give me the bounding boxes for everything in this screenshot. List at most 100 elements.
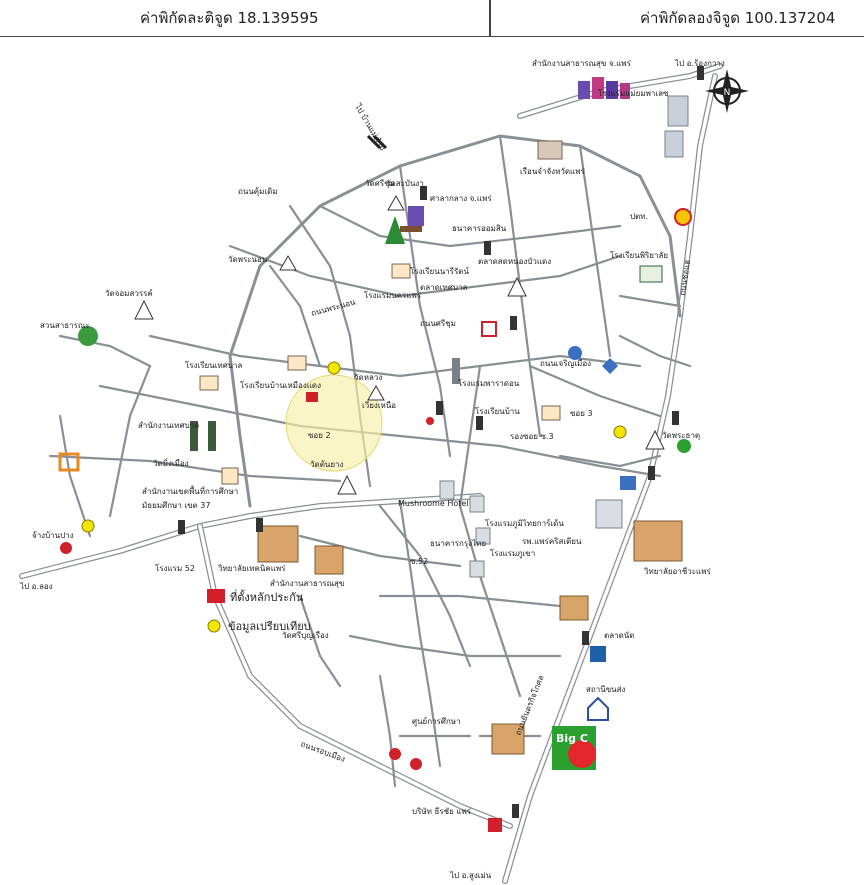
label-to-banmaengkhai: ไป บ้านแม่คำมี [353,102,387,153]
label-zone3: ซอย 3 [570,409,593,418]
label-wat-phra-non: วัดพระนอน [228,255,268,264]
label-hotel-maeyom: โรงแรมแม่ยมพาเลซ [598,88,669,98]
hospital-icon [595,499,623,529]
label-school-ban: โรงเรียนบ้าน [475,406,520,416]
red-m-icon [488,818,502,832]
label-wat-prathat: วัดพระธาตุ [662,431,700,440]
school-icon [639,265,663,283]
legend: ที่ตั้งหลักประกัน ข้อมูลเปรียบเทียบ [207,589,311,633]
label-hotel-nakorn: โรงแรมนครแพร่ [364,290,422,300]
provincial-office-icon [578,77,630,99]
prison-icon [537,140,563,160]
label-mathayom: มัธยมศึกษา เขต 37 [142,501,210,510]
label-zone2: ซอย 2 [308,431,331,440]
label-sala: ศาลากลาง จ.แพร่ [430,194,492,203]
label-school-thai: โรงเรียนเทศบาล [185,360,242,370]
marker-2 [613,425,627,439]
blue-square-icon [590,646,606,662]
compass-north: N [724,88,731,98]
hotel-small-icon [475,527,491,545]
label-edu-area: สำนักงานเขตพื้นที่การศึกษา [142,485,238,496]
label-road-srichum: ถนนศรีชุม [420,319,456,328]
compass-icon: N [705,69,749,113]
label-bank-krung: ธนาคารกรุงไทย [430,539,486,548]
school-icon [221,467,239,485]
highway-east [502,73,718,884]
college-icon [633,520,683,562]
coordinate-header: ค่าพิกัดละติจูด 18.139595 ค่าพิกัดลองจิจ… [0,0,864,37]
legend-office-label: ที่ตั้งหลักประกัน [230,589,304,604]
tree-icon [78,326,98,346]
orange-square-icon [58,452,80,472]
label-office-health: สำนักงานสาธารณสุข [270,579,344,588]
property-marker [306,392,318,402]
school-icon [541,405,561,421]
green-circle-icon [677,439,691,453]
label-road-charoen: ถนนเจริญเมือง [540,359,591,368]
hotel-small-icon [469,495,485,513]
label-wat-luang: วัดหลวง [354,373,382,382]
hotel-icon [667,95,689,127]
bank-icon [620,476,636,490]
label-wiang: เวียงเหนือ [362,401,396,410]
park-tree-icon [385,216,405,244]
label-mushroom: Mushroome Hotel [398,499,469,508]
longitude-text: ค่าพิกัดลองจิจูด 100.137204 [640,9,836,27]
label-shell: ปตท. [630,212,648,221]
temple-icon [367,384,385,401]
label-to-rongkwang: ไป อ.ร้องกวาง [674,59,725,68]
temple-icon [507,276,527,297]
building-icons: Big C [58,77,692,832]
latitude-text: ค่าพิกัดละติจูด 18.139595 [140,9,319,27]
city-map: N [19,59,749,884]
label-lok: จ้างบ้านปาง [32,531,74,540]
school-icon [287,355,307,371]
marker-3 [327,361,341,375]
label-wat-mingmuang: วัดมิ่งเมือง [153,457,189,468]
school-icon [391,263,411,279]
label-market2: ตลาดนัด [604,631,634,640]
label-wat-ton: วัดต้นยาง [310,460,344,469]
tower-icon [452,358,460,384]
hotel-small-icon [439,480,455,500]
traffic-lights [178,66,704,818]
label-municipality: สำนักงานเทศบาล [138,421,199,430]
red-dot-icon [60,542,72,554]
label-central-park: สวนสาธารณะ [40,321,90,330]
label-college: วิทยาลัยอาชีวะแพร่ [643,567,711,576]
temple-icon [387,194,405,211]
temple-icon [645,429,665,450]
label-rongsuan: โรงเรียนบ้านเหมืองแดง [240,380,321,390]
hotel-small-icon [469,560,485,578]
markers [60,361,627,770]
label-lane52: ซ.52 [410,557,428,566]
label-school-nari: โรงเรียนนารีรัตน์ [410,266,469,276]
label-to-long: ไป อ.ลอง [19,582,53,591]
label-company: บริษัท ธีรชัย แพร่ [412,807,472,816]
label-road-yantrakit: ถนนยันตรกิจโกศล [513,673,546,736]
label-hotel-paradorn: โรงแรมพาราดอน [458,378,520,388]
label-phra-non-road: ถนนพระนอน [310,297,357,318]
temple-icon [337,474,357,495]
building-brown-icon [559,595,589,621]
label-provincial-office: สำนักงานสาธารณสุข จ.แพร่ [532,59,632,68]
label-edu-center: ศูนย์การศึกษา [412,716,461,727]
statue-icon [190,421,216,451]
label-market: ตลาดสดหนองบัวแดง [478,257,551,266]
legend-info-label: ข้อมูลเปรียบเทียบ [228,620,311,633]
marker-1 [81,519,95,533]
label-khung: ถนนคุ้มเดิม [238,187,278,196]
building-icon [664,130,684,158]
legend-info-swatch [207,619,221,633]
road-network [19,63,723,884]
airport-icon [366,134,388,150]
label-hospital: รพ.แพร่คริสเตียน [522,537,582,546]
temple-icon [134,299,154,320]
label-wat-sabtai: วัดสะบันงา [386,179,424,188]
legend-office-swatch [207,589,225,603]
house-icon [587,696,609,721]
red-dot-icon [410,758,422,770]
flag-building-icon [408,206,424,226]
red-dot-icon [426,417,434,425]
label-station: สถานีขนส่ง [586,685,626,694]
